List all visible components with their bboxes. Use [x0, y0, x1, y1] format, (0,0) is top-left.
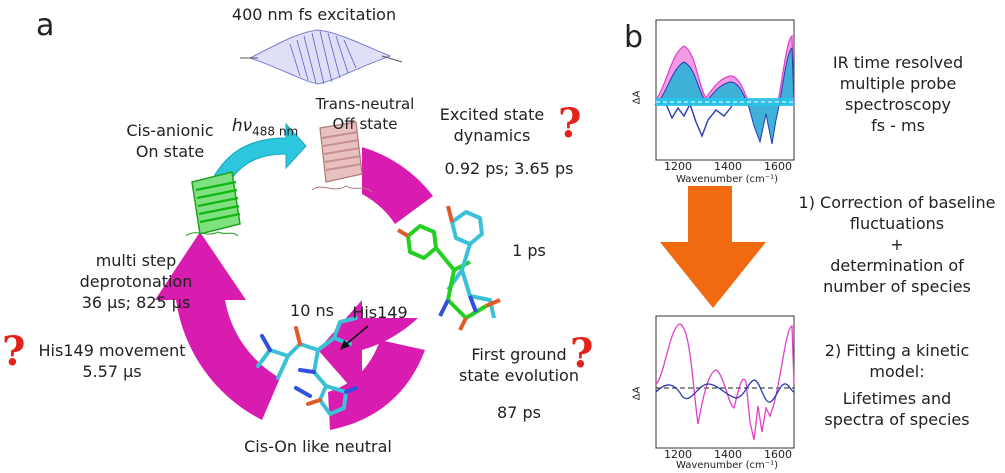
first-ground-time: 87 ps [497, 403, 541, 422]
step1-line2: fluctuations [849, 214, 945, 233]
cycle-arrow-bottom [328, 340, 425, 430]
ir-title-line2: multiple probe [839, 74, 957, 93]
cis-anionic-line2: On state [135, 142, 205, 161]
cycle-arrow-right [318, 147, 433, 400]
bottom-ylabel: ΔA [631, 386, 643, 401]
step1-line1: 1) Correction of baseline [798, 193, 996, 212]
cis-anionic-line1: Cis-anionic [126, 121, 214, 140]
top-xlabel: Wavenumber (cm⁻¹) [676, 174, 778, 185]
photon-label: hν488 nm [220, 116, 310, 142]
deprotonation-line3: 36 µs; 825 µs [81, 293, 191, 312]
ir-title-line4: fs - ms [871, 116, 925, 135]
question-mark-his: ? [2, 328, 26, 375]
cis-anionic-label: Cis-anionic On state [110, 120, 230, 162]
step1-line5: number of species [823, 277, 971, 296]
trans-neutral-line1: Trans-neutral [315, 95, 415, 113]
ten-ns-label: 10 ns [290, 301, 334, 320]
cis-on-like-label: Cis-On like neutral [244, 437, 392, 456]
top-xtick-1400: 1400 [714, 160, 742, 173]
his-movement-line2: 5.57 µs [82, 362, 142, 381]
ir-title: IR time resolved multiple probe spectros… [818, 52, 978, 136]
step1-line3: + [890, 235, 904, 254]
first-ground-label: First ground state evolution [444, 344, 594, 386]
deprotonation-line1: multi step [95, 251, 177, 270]
step2-line1: 2) Fitting a kinetic [824, 341, 970, 360]
step2-label: 2) Fitting a kinetic model: Lifetimes an… [812, 340, 982, 430]
excited-times-label: 0.92 ps; 3.65 ps [444, 159, 574, 178]
question-mark-excited: ? [558, 100, 582, 147]
his-movement-line1: His149 movement [38, 341, 186, 360]
excited-state-label: Excited state dynamics [432, 104, 552, 146]
panel-a-letter: a [36, 8, 55, 43]
top-cyan-baseline [656, 98, 794, 106]
panel-a-graphics [155, 29, 501, 430]
ir-title-line3: spectroscopy [845, 95, 951, 114]
step1-label: 1) Correction of baseline fluctuations +… [790, 192, 1004, 297]
photon-nu: ν [242, 116, 253, 136]
pink-protein-icon [311, 121, 373, 193]
deprotonation-line2: deprotonation [79, 272, 193, 291]
top-ylabel: ΔA [631, 90, 643, 105]
deprotonation-label: multi step deprotonation 36 µs; 825 µs [56, 250, 216, 313]
first-ground-line2: state evolution [459, 366, 579, 385]
his-movement-label: His149 movement 5.57 µs [32, 340, 192, 382]
bottom-spectrum-plot [655, 315, 795, 449]
step2-line4: spectra of species [824, 410, 970, 429]
chromophore-overlay-icon [396, 205, 501, 331]
top-xtick-1200: 1200 [664, 160, 692, 173]
his149-pointer-arrow [340, 325, 369, 350]
bottom-magenta-trace [655, 323, 795, 441]
excitation-label: 400 nm fs excitation [231, 5, 397, 24]
panel-b-letter: b [624, 20, 644, 55]
photon-arrow-icon [211, 122, 307, 185]
excitation-pulse-icon [240, 29, 403, 85]
question-mark-ground: ? [570, 330, 594, 377]
bottom-blue-trace [655, 379, 795, 403]
cycle-arrow-left [155, 232, 280, 420]
one-ps-label: 1 ps [512, 241, 546, 260]
step2-line2: model: [869, 362, 925, 381]
bottom-xlabel: Wavenumber (cm⁻¹) [676, 460, 778, 471]
trans-neutral-line2: Off state [332, 115, 398, 133]
bottom-xtick-1200: 1200 [664, 448, 692, 461]
his149-label: His149 [352, 303, 408, 322]
step2-line3: Lifetimes and [842, 389, 952, 408]
green-protein-icon [185, 171, 241, 237]
his149-model-icon [256, 316, 358, 416]
photon-nm: 488 nm [252, 124, 299, 139]
photon-h: h [231, 116, 243, 136]
first-ground-line1: First ground [471, 345, 567, 364]
ir-title-line1: IR time resolved [832, 53, 964, 72]
step1-line4: determination of [830, 256, 964, 275]
bottom-xtick-1600: 1600 [764, 448, 792, 461]
excited-state-line2: dynamics [453, 126, 531, 145]
top-xtick-1600: 1600 [764, 160, 792, 173]
top-spectrum-plot [654, 19, 795, 161]
trans-neutral-label: Trans-neutral Off state [300, 94, 430, 134]
top-negative-band [665, 102, 733, 138]
excited-state-line1: Excited state [439, 105, 545, 124]
down-arrow-icon [660, 186, 766, 308]
bottom-xtick-1400: 1400 [714, 448, 742, 461]
